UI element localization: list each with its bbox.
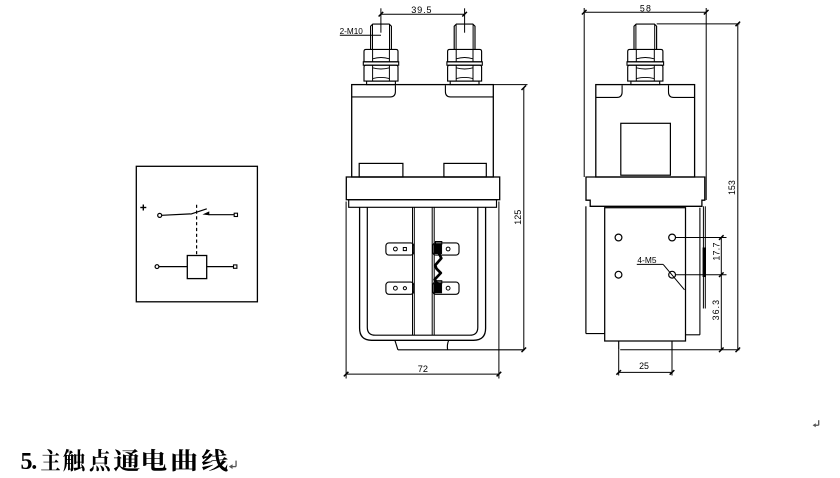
svg-text:17.7: 17.7 <box>711 242 721 260</box>
svg-text:153: 153 <box>727 180 737 195</box>
svg-text:72: 72 <box>418 364 428 374</box>
svg-text:2-M10: 2-M10 <box>340 27 364 36</box>
svg-text:5: 5 <box>21 449 33 475</box>
svg-text:4-M5: 4-M5 <box>637 255 656 265</box>
svg-text:36.3: 36.3 <box>711 299 721 321</box>
svg-text:58: 58 <box>640 4 652 14</box>
svg-text:39.5: 39.5 <box>411 5 432 15</box>
svg-text:.: . <box>31 449 37 475</box>
svg-text:125: 125 <box>513 210 523 225</box>
svg-text:25: 25 <box>639 361 649 371</box>
